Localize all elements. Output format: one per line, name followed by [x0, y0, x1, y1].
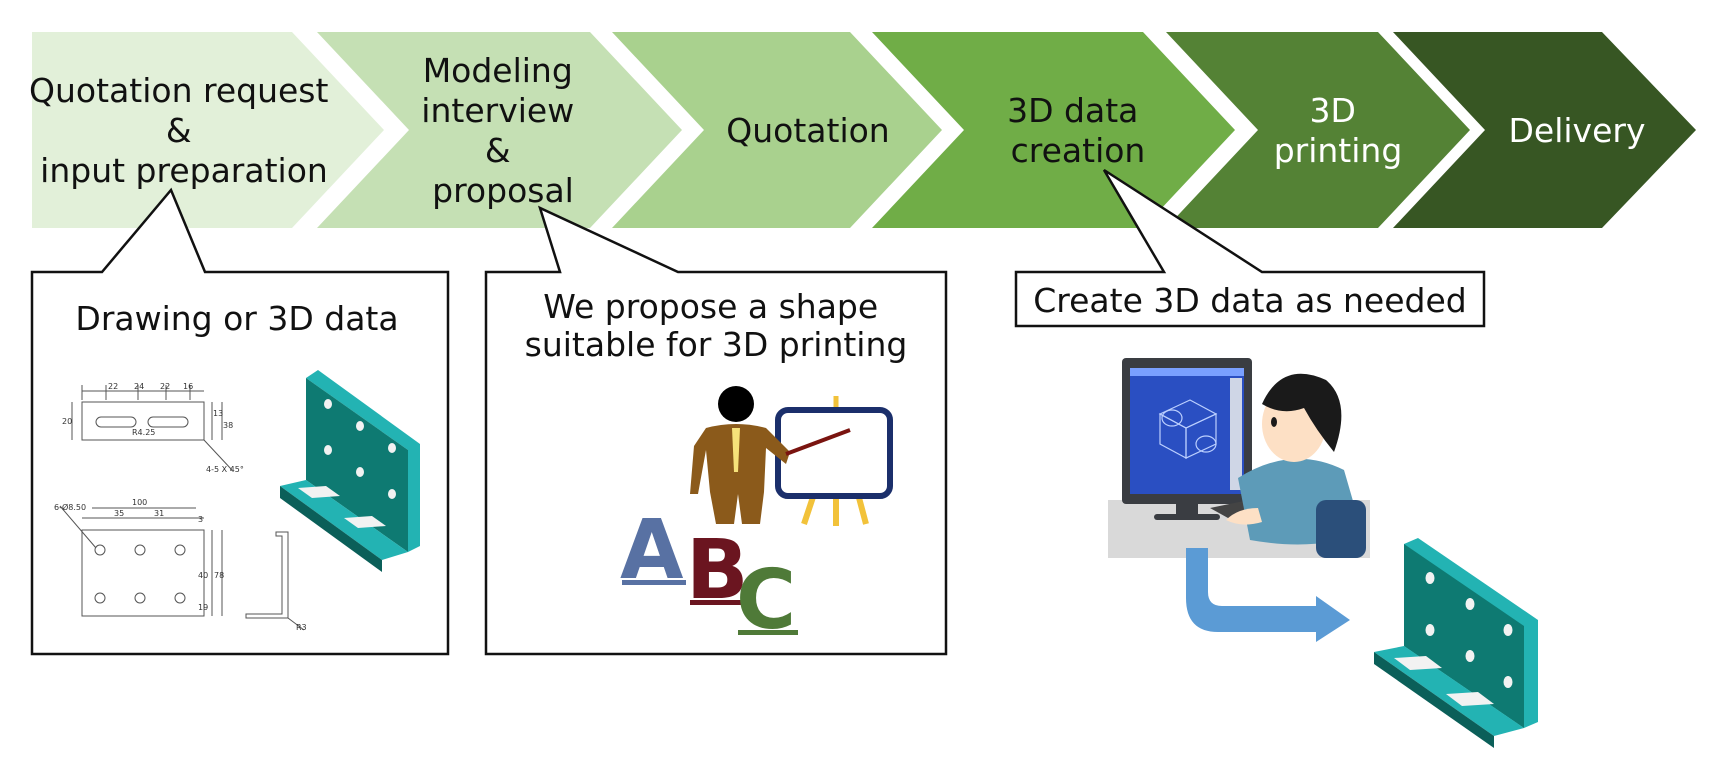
technical-drawing — [59, 385, 305, 631]
dim-top-2: 24 — [134, 382, 144, 391]
dim-side-1: 3 — [198, 515, 203, 524]
abc-letters-icon: A B C — [620, 503, 798, 648]
callout-creation-box — [1014, 168, 1486, 328]
dim-side-4: 19 — [198, 603, 208, 612]
dim-top-3: 22 — [160, 382, 170, 391]
callout-proposal: We propose a shape suitable for 3D print… — [484, 205, 948, 656]
step-delivery-shape — [1393, 32, 1696, 228]
callout-creation-title: Create 3D data as needed — [1033, 281, 1466, 320]
dim-right-2: 38 — [223, 421, 233, 430]
step-delivery-label: Delivery — [1509, 111, 1646, 150]
dim-left: 20 — [62, 417, 72, 426]
callout-creation: Create 3D data as needed — [1014, 168, 1486, 328]
dim-right-1: 13 — [213, 409, 223, 418]
callout-drawing-title: Drawing or 3D data — [75, 299, 398, 338]
step-quotation-request-shape — [32, 32, 384, 228]
dim-width: 100 — [132, 498, 147, 507]
step-3d-data-creation-shape — [872, 32, 1235, 228]
dim-spacing-2: 31 — [154, 509, 164, 518]
step-modeling-interview-label: Modeling interview & proposal — [421, 51, 584, 210]
callout-proposal-text: We propose a shape suitable for 3D print… — [525, 287, 908, 364]
dim-holes: 6-Ø8.50 — [54, 502, 86, 512]
person-icon — [1226, 373, 1366, 558]
dim-top-4: 16 — [183, 382, 193, 391]
callout-drawing: Drawing or 3D data — [30, 187, 450, 656]
presenter-illustration: A B C — [620, 386, 893, 648]
bracket-3d-model — [280, 370, 420, 572]
flow-arrow-icon — [1186, 548, 1350, 642]
step-quotation-label: Quotation — [726, 111, 889, 150]
process-flow: Quotation request & input preparation Mo… — [29, 32, 1696, 228]
drawing-dimensions: 22 24 22 16 20 13 38 R4.25 4-5 X 45° 6-Ø… — [54, 382, 307, 632]
step-3d-printing-label: 3D printing — [1274, 91, 1403, 170]
dim-side-3: 78 — [214, 571, 224, 580]
monitor-icon — [1122, 358, 1252, 520]
dim-slot: R4.25 — [132, 428, 155, 437]
step-3d-data-creation-label: 3D data creation — [1007, 91, 1149, 170]
presenter-icon — [690, 386, 851, 524]
step-3d-printing-shape — [1166, 32, 1470, 228]
dim-spacing-1: 35 — [114, 509, 124, 518]
dim-chamfer: 4-5 X 45° — [206, 465, 244, 474]
easel-icon — [775, 396, 893, 526]
step-quotation-request-label: Quotation request & input preparation — [29, 71, 339, 190]
dim-top-1: 22 — [108, 382, 118, 391]
designer-illustration — [1108, 358, 1370, 558]
printed-bracket-model — [1374, 538, 1538, 748]
step-modeling-interview-shape — [317, 32, 682, 228]
step-quotation-shape — [612, 32, 942, 228]
dim-radius: R3 — [296, 623, 307, 632]
dim-side-2: 40 — [198, 571, 208, 580]
